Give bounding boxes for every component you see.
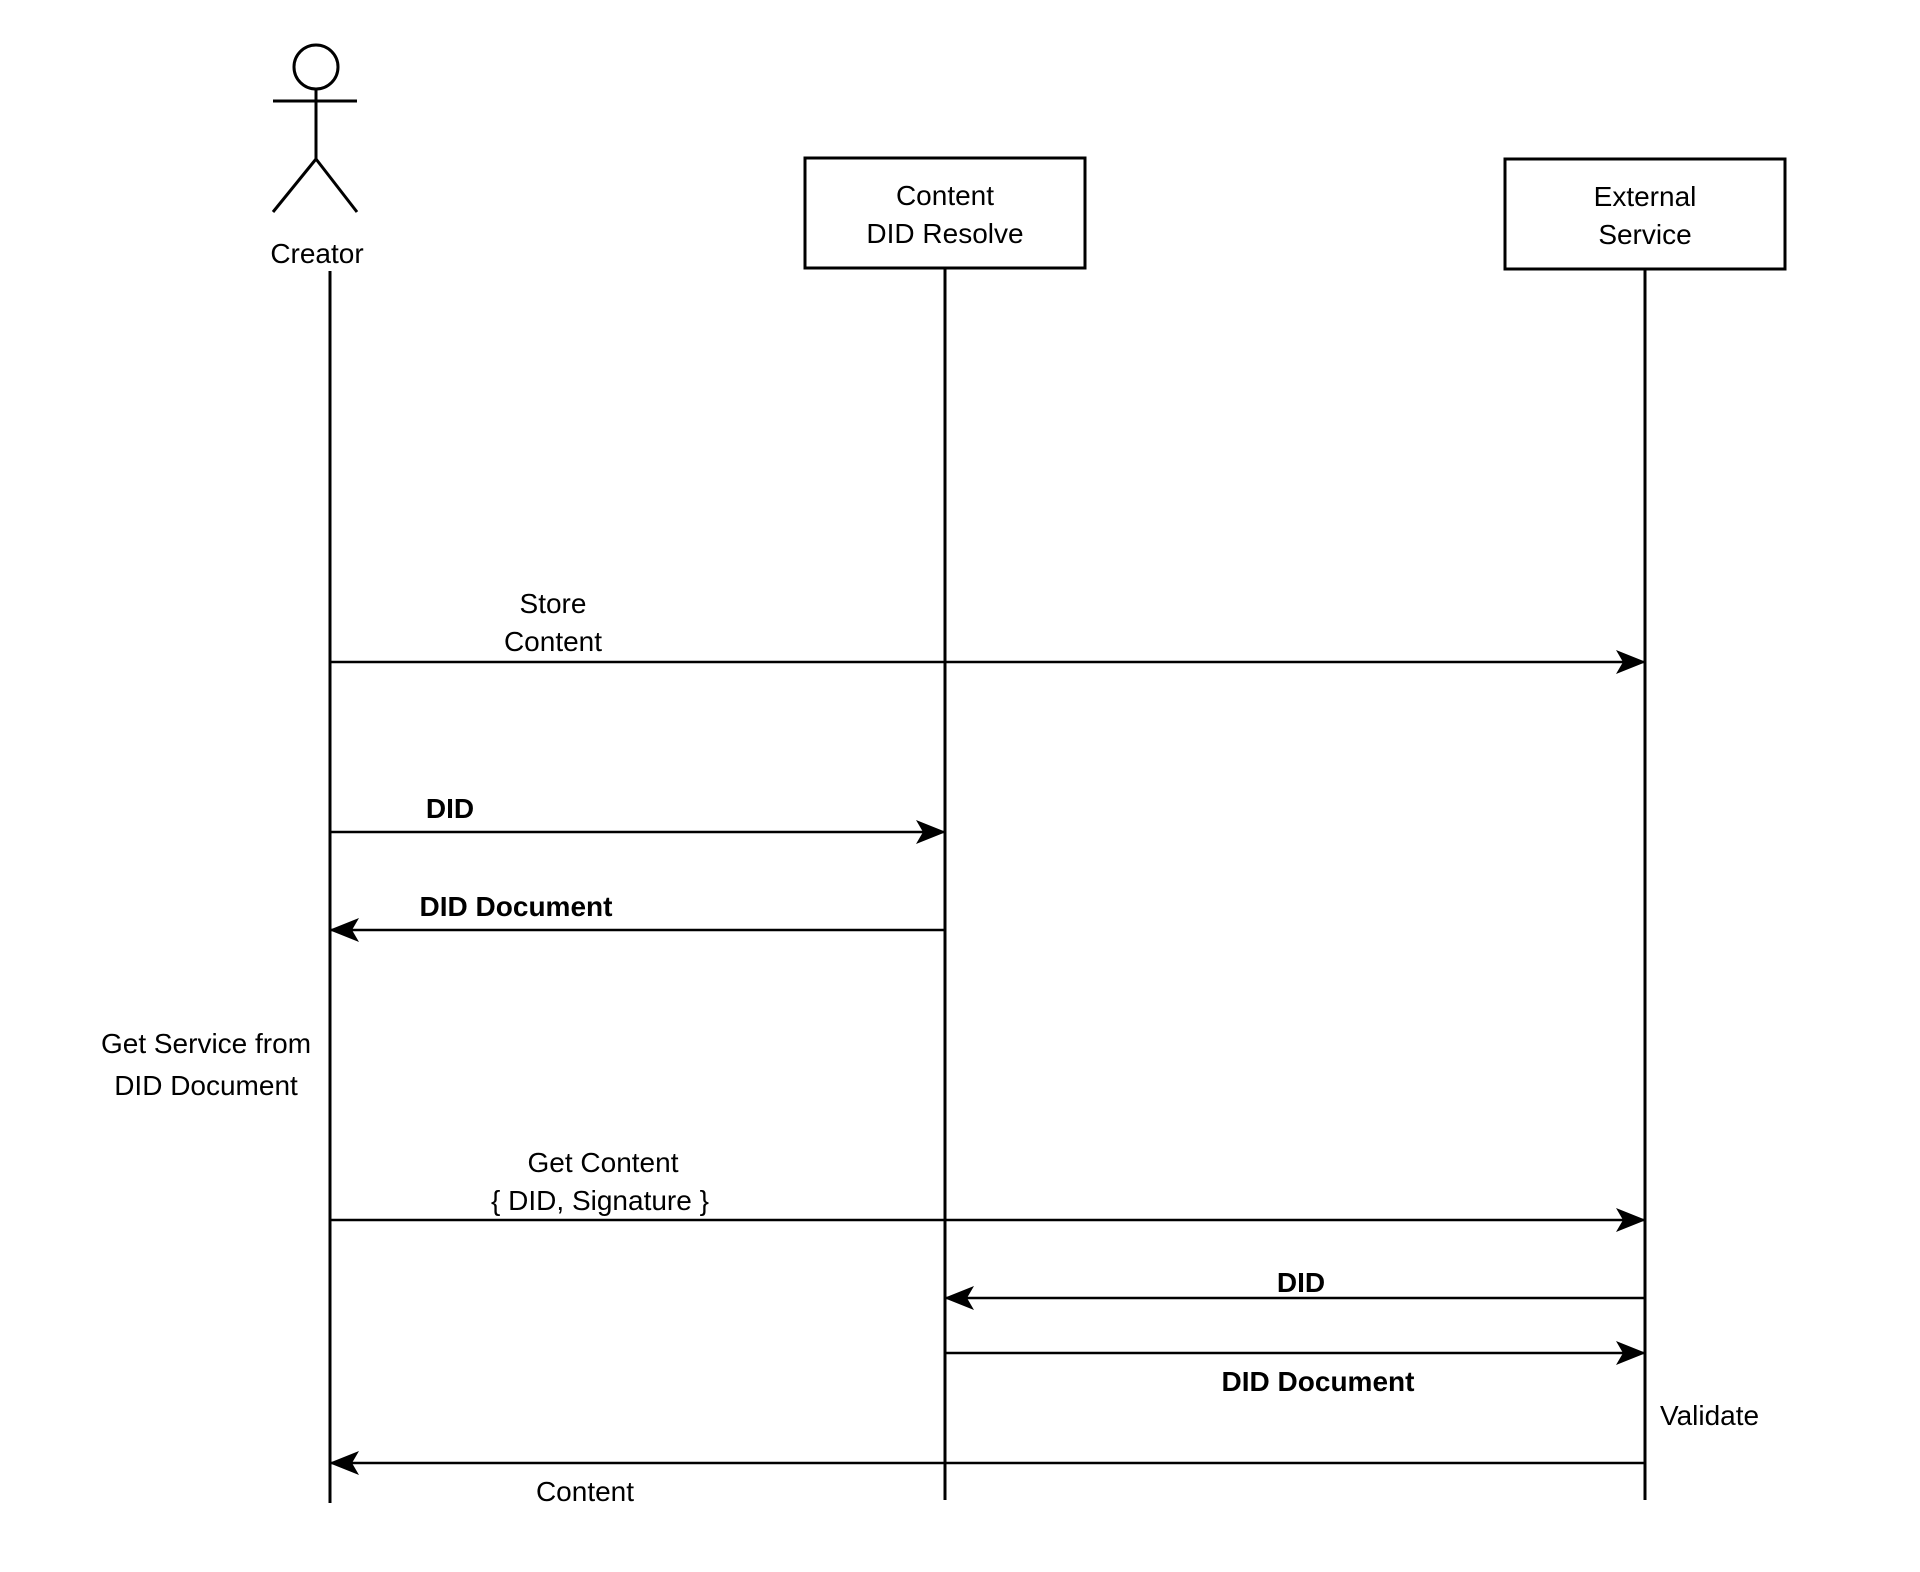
message-did-document-forward-label: DID Document	[1222, 1366, 1415, 1397]
message-store-content-label-line1: Store	[520, 588, 587, 619]
content-did-resolve-box	[803, 156, 1087, 270]
note-get-service-line2: DID Document	[114, 1070, 298, 1101]
external-service-box	[1503, 157, 1787, 271]
message-did-document-forward: DID Document	[945, 1341, 1646, 1397]
message-content-return: Content	[329, 1451, 1645, 1507]
message-did-request-label: DID	[426, 793, 474, 824]
message-did-lookup: DID	[944, 1267, 1645, 1310]
message-did-lookup-label: DID	[1277, 1267, 1325, 1298]
message-did-document-response-label: DID Document	[420, 891, 613, 922]
note-get-service: Get Service from DID Document	[101, 1028, 311, 1101]
participant-content-did-resolve: Content DID Resolve	[803, 156, 1087, 270]
message-content-return-label: Content	[536, 1476, 634, 1507]
content-did-resolve-label-line2: DID Resolve	[866, 218, 1023, 249]
actor-head	[292, 43, 340, 91]
note-validate-label: Validate	[1660, 1400, 1759, 1431]
message-store-content: Store Content	[330, 588, 1646, 674]
creator-label: Creator	[270, 238, 363, 269]
actor-leg-left	[271, 158, 318, 213]
message-did-request: DID	[330, 793, 946, 844]
external-service-label-line2: Service	[1598, 219, 1691, 250]
message-store-content-label-line2: Content	[504, 626, 602, 657]
message-get-content-label-line2: { DID, Signature }	[491, 1185, 709, 1216]
participant-external-service: External Service	[1503, 157, 1787, 271]
content-did-resolve-label-line1: Content	[896, 180, 994, 211]
external-service-label-line1: External	[1594, 181, 1697, 212]
message-did-document-response: DID Document	[329, 891, 945, 942]
note-validate: Validate	[1660, 1400, 1759, 1431]
message-get-content-label-line1: Get Content	[528, 1147, 679, 1178]
stick-figure-icon	[271, 43, 359, 213]
creator-actor: Creator	[270, 43, 364, 269]
actor-leg-right	[314, 158, 359, 213]
message-get-content: Get Content { DID, Signature }	[330, 1147, 1646, 1232]
note-get-service-line1: Get Service from	[101, 1028, 311, 1059]
